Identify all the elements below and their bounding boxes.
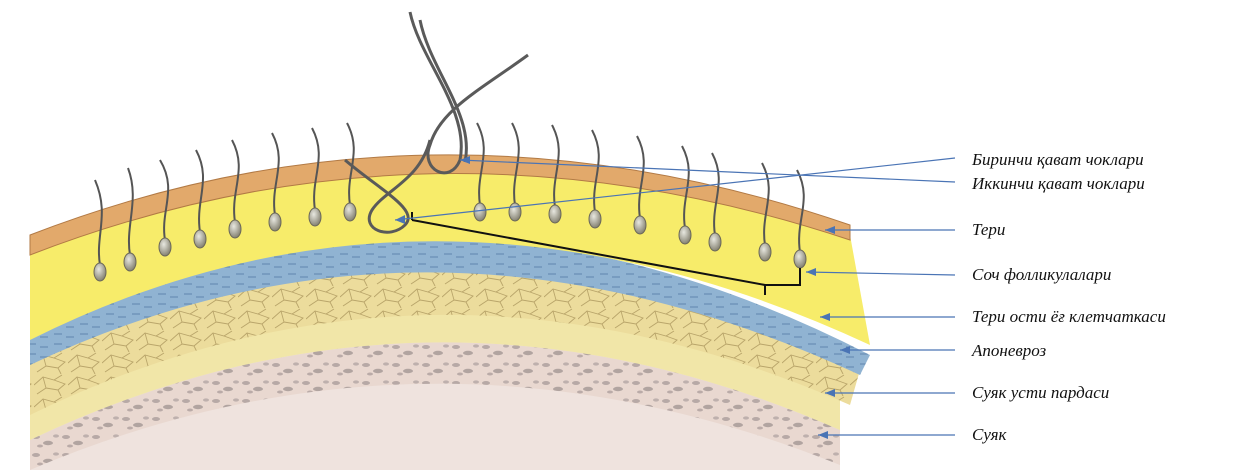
label-first-layer-sutures: Биринчи қават чоклари <box>972 150 1144 170</box>
label-second-layer-sutures: Иккинчи қават чоклари <box>972 174 1145 194</box>
label-aponeurosis: Апоневроз <box>972 341 1046 361</box>
suture-second-layer <box>410 12 528 173</box>
label-periosteum: Суяк усти пардаси <box>972 383 1109 403</box>
label-bone: Суяк <box>972 425 1006 445</box>
label-hair-follicles: Соч фолликулалари <box>972 265 1111 285</box>
label-subcutaneous-fat: Тери ости ёғ клетчаткаси <box>972 307 1166 327</box>
label-skin: Тери <box>972 220 1005 240</box>
